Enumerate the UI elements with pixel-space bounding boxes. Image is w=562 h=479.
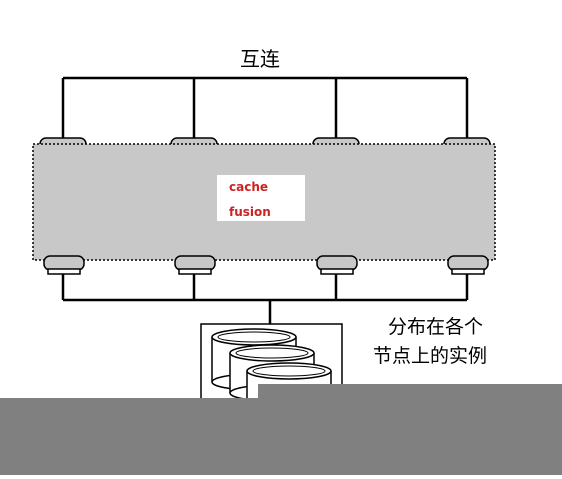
node-1-foot — [47, 268, 81, 275]
storage-label-line1: 分布在各个 — [388, 316, 483, 338]
storage-label-line2: 节点上的实例 — [373, 345, 487, 367]
node-1-bottom-tab — [43, 255, 85, 271]
cache-fusion-label-line2: fusion — [229, 205, 271, 219]
interconnect-label: 互连 — [240, 47, 280, 71]
node-2-foot — [178, 268, 212, 275]
node-2-bottom-tab — [174, 255, 216, 271]
node-3-bottom-tab — [316, 255, 358, 271]
overlay-step — [258, 384, 562, 400]
storage-bus — [61, 274, 469, 324]
node-4-bottom-tab — [447, 255, 489, 271]
node-tabs-bottom — [43, 255, 489, 271]
cache-fusion-label-line1: cache — [229, 180, 268, 194]
node-3-foot — [320, 268, 354, 275]
cache-fusion-box — [217, 175, 305, 221]
interconnect-bus — [61, 76, 469, 140]
bottom-overlay — [0, 398, 562, 475]
node-4-foot — [451, 268, 485, 275]
node-feet — [47, 268, 485, 275]
